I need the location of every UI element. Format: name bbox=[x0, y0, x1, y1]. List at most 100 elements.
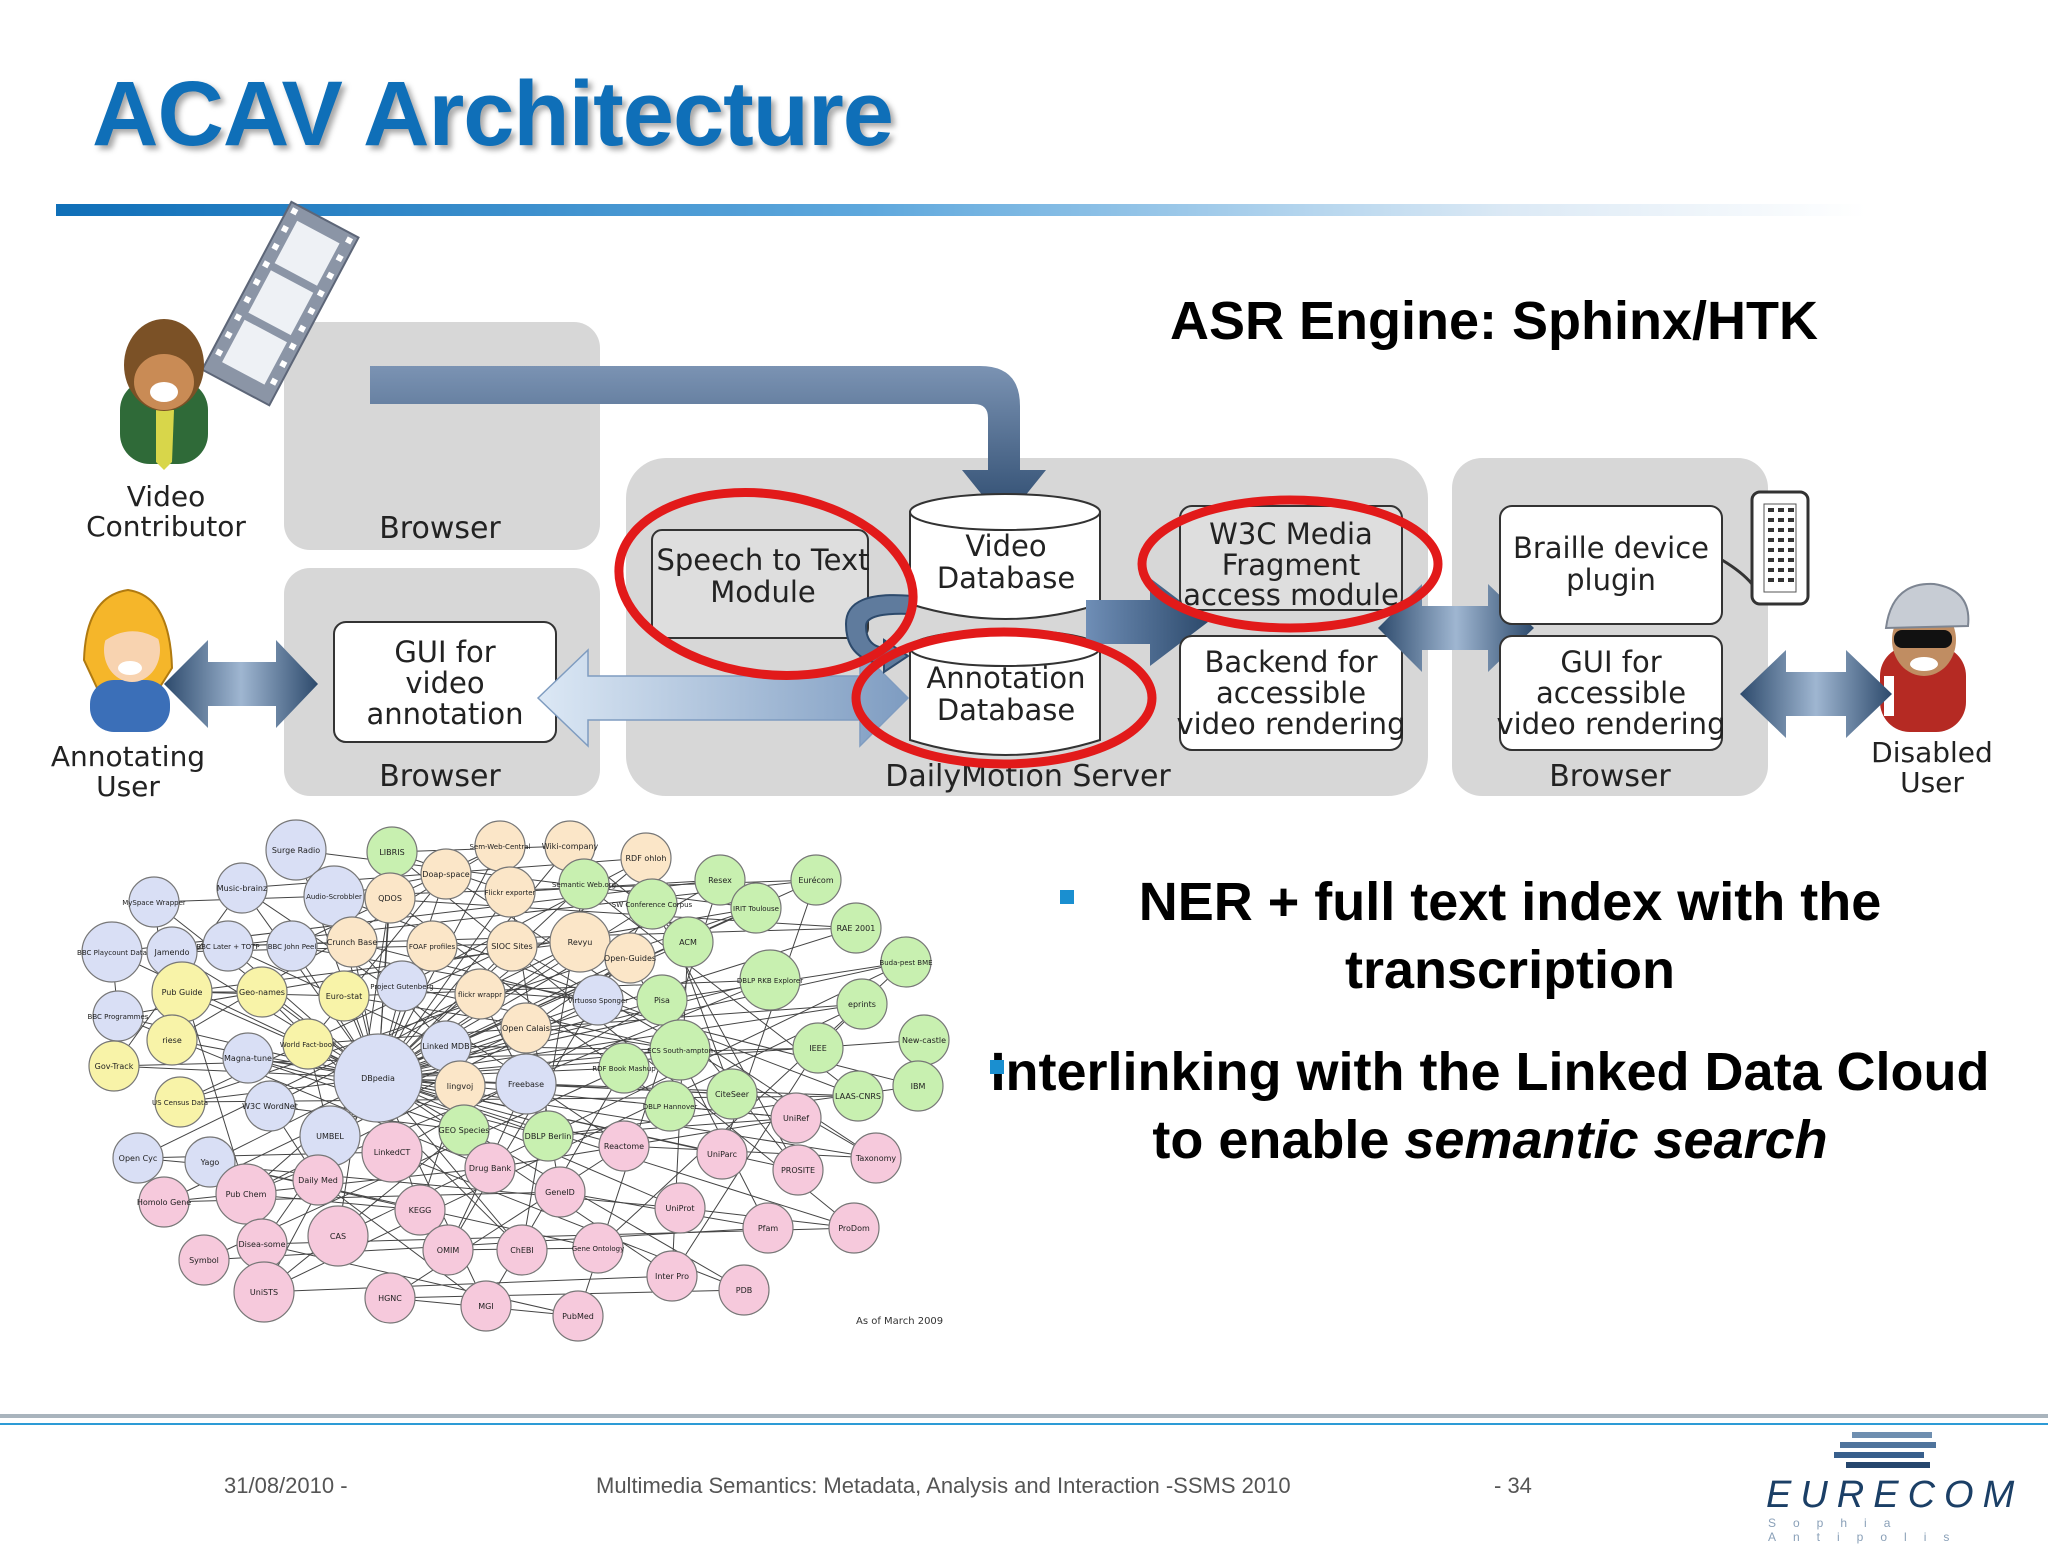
lod-node: BBC Playcount Data bbox=[77, 921, 147, 983]
lod-node: Crunch Base bbox=[326, 916, 378, 968]
lod-edge bbox=[389, 1145, 625, 1299]
lod-node-circle bbox=[292, 1154, 344, 1206]
lod-node-circle bbox=[598, 1120, 650, 1172]
lod-node-label: DBLP RKB Explorer bbox=[737, 977, 803, 985]
lod-node: BBC John Peel bbox=[266, 920, 318, 972]
backend-text-2: accessible bbox=[1216, 676, 1366, 710]
lod-node-label: Euro-stat bbox=[326, 992, 363, 1001]
lod-node: BBC Later + TOTP bbox=[196, 920, 260, 972]
lod-node: BBC Programmes bbox=[88, 990, 149, 1042]
lod-node-circle bbox=[694, 854, 746, 906]
lod-node-circle bbox=[364, 1272, 416, 1324]
lod-node-label: W3C WordNet bbox=[242, 1102, 298, 1111]
video-contributor-icon bbox=[120, 319, 208, 470]
slide-title: ACAV Architecture bbox=[92, 63, 894, 165]
lod-node: Doap-space bbox=[420, 848, 472, 900]
lod-node: World Fact-book bbox=[280, 1018, 337, 1070]
lod-node-circle bbox=[626, 878, 678, 930]
lod-node-label: Homolo Gene bbox=[137, 1198, 191, 1207]
lod-node: ChEBI bbox=[496, 1224, 548, 1276]
speech-module-box bbox=[651, 529, 869, 639]
lod-node-circle bbox=[422, 1224, 474, 1276]
lod-node: Open-Guides bbox=[604, 932, 656, 984]
disabled-label-1: Disabled bbox=[1871, 736, 1993, 769]
lod-node-label: CAS bbox=[330, 1232, 346, 1241]
lod-node-circle bbox=[850, 1132, 902, 1184]
lod-edge bbox=[377, 845, 571, 1079]
lod-node: Open Cyc bbox=[112, 1132, 164, 1184]
lod-node: Pfam bbox=[742, 1202, 794, 1254]
lod-node-circle bbox=[662, 916, 714, 968]
lod-node-circle bbox=[790, 854, 842, 906]
gui-accessible-text-3: video rendering bbox=[1497, 707, 1726, 741]
lod-node-circle bbox=[236, 966, 288, 1018]
lod-node-label: Surge Radio bbox=[272, 846, 320, 855]
highlight-speech-module bbox=[614, 488, 918, 680]
lod-node-label: Audio-Scrobbler bbox=[306, 893, 362, 901]
lod-node-label: CiteSeer bbox=[715, 1090, 750, 1099]
lod-node-circle bbox=[552, 1290, 604, 1342]
lod-edge bbox=[263, 1275, 673, 1293]
lod-node-circle bbox=[572, 1222, 624, 1274]
lod-node-circle bbox=[718, 1264, 770, 1316]
lod-node-label: Linked MDB bbox=[422, 1042, 469, 1051]
film-strip-icon bbox=[200, 200, 360, 407]
lod-node-label: Pisa bbox=[654, 996, 670, 1005]
lod-node-circle bbox=[522, 1110, 574, 1162]
db-to-w3c-arrow bbox=[1086, 578, 1208, 666]
lod-node-label: Drug Bank bbox=[469, 1164, 512, 1173]
lod-node-circle bbox=[830, 902, 882, 954]
lod-node-circle bbox=[460, 1280, 512, 1332]
lod-node: GeneID bbox=[534, 1166, 586, 1218]
lod-node: Music-brainz bbox=[216, 862, 268, 914]
server-browser-arrow bbox=[1378, 584, 1534, 672]
lod-node-circle bbox=[892, 1060, 944, 1112]
speech-module-text-1: Speech to Text bbox=[656, 543, 869, 577]
bullet-square-icon bbox=[1060, 890, 1074, 904]
lod-node: Buda-pest BME bbox=[879, 936, 933, 988]
lod-node: PROSITE bbox=[772, 1144, 824, 1196]
eurecom-logo-text: EURECOM bbox=[1766, 1474, 2024, 1516]
lod-node-label: New-castle bbox=[902, 1036, 946, 1045]
lod-node-label: Crunch Base bbox=[327, 938, 378, 947]
lod-node-label: Pub Chem bbox=[226, 1190, 267, 1199]
lod-node: IRIT Toulouse bbox=[730, 882, 782, 934]
annotating-label-1: Annotating bbox=[51, 740, 205, 773]
architecture-diagram: Browser Browser DailyMotion Server Brows… bbox=[51, 200, 1993, 803]
lod-node-circle bbox=[266, 920, 318, 972]
lod-node-label: riese bbox=[162, 1036, 182, 1045]
lod-node: Virtuoso Sponger bbox=[568, 974, 628, 1026]
lod-node-circle bbox=[376, 960, 428, 1012]
lod-node-circle bbox=[233, 1261, 295, 1323]
lod-node-label: RDF ohloh bbox=[625, 854, 666, 863]
lod-node-label: Pub Guide bbox=[162, 988, 203, 997]
lod-node-circle bbox=[636, 974, 688, 1026]
lod-edge bbox=[307, 1003, 863, 1045]
gui-annotation-text-1: GUI for bbox=[394, 635, 495, 669]
lod-node: Symbol bbox=[178, 1234, 230, 1286]
browser-mid-label: Browser bbox=[379, 759, 501, 794]
lod-node-label: Virtuoso Sponger bbox=[568, 997, 628, 1005]
lod-node-label: ECS South-ampton bbox=[647, 1047, 713, 1055]
lod-node-label: RDF Book Mashup bbox=[592, 1065, 656, 1073]
gui-disabled-arrow bbox=[1740, 650, 1892, 738]
lod-node-label: GEO Species bbox=[439, 1126, 490, 1135]
upload-arrow bbox=[370, 366, 1046, 522]
lod-node-circle bbox=[598, 1042, 650, 1094]
lod-node-circle bbox=[604, 932, 656, 984]
footer-event: Multimedia Semantics: Metadata, Analysis… bbox=[596, 1473, 1291, 1498]
gui-accessible-text-1: GUI for bbox=[1560, 645, 1661, 679]
lod-node-label: Open-Guides bbox=[604, 954, 656, 963]
eurecom-logo-icon bbox=[1834, 1432, 1936, 1468]
lod-node-label: Pfam bbox=[758, 1224, 779, 1233]
speech-module-text-2: Module bbox=[710, 575, 815, 609]
lod-node-label: Daily Med bbox=[298, 1176, 338, 1185]
lod-node: W3C WordNet bbox=[242, 1080, 298, 1132]
lod-node-circle bbox=[646, 1250, 698, 1302]
bullet-item: NER + full text index with the transcrip… bbox=[1060, 868, 1960, 1004]
lod-node-circle bbox=[244, 1080, 296, 1132]
lod-node-circle bbox=[486, 920, 538, 972]
lod-node-label: ProDom bbox=[838, 1224, 870, 1233]
gui-annotation-db-arrow bbox=[536, 648, 910, 748]
gui-accessible-box bbox=[1499, 635, 1723, 751]
